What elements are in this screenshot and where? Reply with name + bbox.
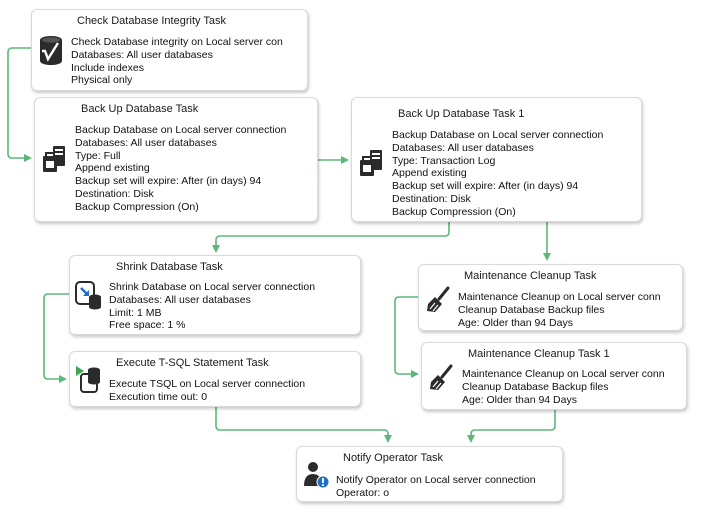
detail-line: Databases: All user databases [75, 136, 217, 149]
detail-line: Backup Database on Local server connecti… [392, 129, 604, 141]
detail-line: Append existing [392, 167, 467, 180]
detail-line: Limit: 1 MB [109, 306, 162, 319]
detail-line: Physical only [71, 74, 133, 87]
detail-line: Backup Database on Local server connecti… [75, 124, 287, 136]
detail-line: Backup Compression (On) [392, 205, 516, 218]
connector-shrink-to-tsql [43, 293, 69, 383]
task-title: Execute T-SQL Statement Task [116, 357, 269, 369]
task-title: Maintenance Cleanup Task [464, 270, 597, 282]
broom-icon [428, 363, 456, 393]
database-check-icon [38, 35, 66, 65]
detail-line: Backup Compression (On) [75, 200, 199, 213]
task-details: Maintenance Cleanup on Local server conn… [458, 291, 661, 329]
task-title: Back Up Database Task 1 [398, 108, 525, 120]
task-title: Check Database Integrity Task [77, 15, 226, 27]
task-shrink-database[interactable]: Shrink Database Task Shrink Database on … [69, 255, 361, 335]
backup-database-icon [358, 148, 386, 178]
detail-line: Execution time out: 0 [109, 390, 208, 403]
detail-line: Free space: 1 % [109, 319, 186, 332]
backup-database-icon [41, 144, 69, 174]
detail-line: Backup set will expire: After (in days) … [75, 175, 262, 188]
task-maintenance-cleanup-1[interactable]: Maintenance Cleanup Task 1 Maintenance C… [421, 342, 687, 410]
task-details: Shrink Database on Local server connecti… [109, 281, 315, 332]
task-title: Notify Operator Task [343, 452, 444, 464]
detail-line: Maintenance Cleanup on Local server conn [462, 368, 665, 380]
connector-tsql-to-notify [215, 407, 392, 443]
detail-line: Age: Older than 94 Days [462, 393, 577, 406]
task-details: Notify Operator on Local server connecti… [336, 474, 536, 500]
detail-line: Age: Older than 94 Days [458, 316, 573, 329]
detail-line: Operator: o [336, 486, 390, 499]
task-details: Maintenance Cleanup on Local server conn… [462, 368, 665, 406]
task-maintenance-cleanup[interactable]: Maintenance Cleanup Task Maintenance Cle… [418, 264, 683, 331]
detail-line: Include indexes [71, 61, 144, 74]
broom-icon [425, 285, 453, 315]
task-check-database-integrity[interactable]: Check Database Integrity Task Check Data… [31, 9, 308, 91]
detail-line: Databases: All user databases [71, 48, 213, 61]
detail-line: Cleanup Database Backup files [462, 380, 609, 393]
detail-line: Maintenance Cleanup on Local server conn [458, 291, 661, 303]
detail-line: Databases: All user databases [109, 293, 251, 306]
detail-line: Backup set will expire: After (in days) … [392, 180, 579, 193]
task-details: Backup Database on Local server connecti… [392, 129, 603, 219]
detail-line: Check Database integrity on Local server… [71, 36, 283, 48]
task-title: Maintenance Cleanup Task 1 [468, 348, 610, 360]
detail-line: Shrink Database on Local server connecti… [109, 281, 316, 293]
detail-line: Execute TSQL on Local server connection [109, 378, 306, 390]
detail-line: Type: Full [75, 149, 121, 162]
detail-line: Notify Operator on Local server connecti… [336, 474, 536, 486]
notify-operator-icon [302, 460, 330, 490]
task-back-up-database-1[interactable]: Back Up Database Task 1 Backup Database … [351, 97, 642, 222]
detail-line: Type: Transaction Log [392, 154, 496, 167]
connector-cleanup1-to-notify [467, 410, 556, 443]
detail-line: Destination: Disk [392, 192, 471, 205]
detail-line: Cleanup Database Backup files [458, 303, 605, 316]
connector-cleanup-to-cleanup1 [394, 296, 419, 378]
task-notify-operator[interactable]: Notify Operator Task Notify Operator on … [296, 446, 563, 502]
task-back-up-database[interactable]: Back Up Database Task Backup Database on… [34, 97, 318, 222]
connector-integrity-to-backup-full [7, 47, 32, 162]
detail-line: Databases: All user databases [392, 141, 534, 154]
detail-line: Destination: Disk [75, 187, 154, 200]
task-details: Check Database integrity on Local server… [71, 36, 283, 87]
task-details: Execute TSQL on Local server connection … [109, 378, 305, 404]
connector-backup-log-to-shrink [212, 222, 450, 253]
task-title: Back Up Database Task [81, 103, 199, 115]
shrink-database-icon [75, 280, 103, 310]
task-details: Backup Database on Local server connecti… [75, 124, 286, 214]
execute-tsql-icon [74, 364, 102, 394]
task-title: Shrink Database Task [116, 261, 223, 273]
task-execute-tsql-statement[interactable]: Execute T-SQL Statement Task Execute TSQ… [69, 351, 361, 407]
detail-line: Append existing [75, 162, 150, 175]
